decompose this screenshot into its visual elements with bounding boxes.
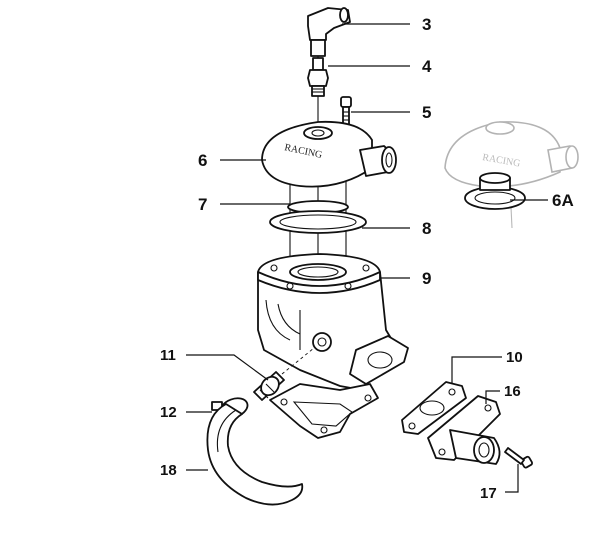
- label-11: 11: [160, 347, 176, 364]
- label-6: 6: [198, 151, 207, 170]
- part-number-labels: 3 4 5 6 6A 7 8 9 10 11 12 16 17 18: [160, 15, 574, 502]
- label-6a: 6A: [552, 191, 574, 210]
- spark-plug-cap: [307, 7, 351, 60]
- hose-fitting: [253, 371, 285, 401]
- label-10: 10: [506, 349, 523, 366]
- spark-plug: [307, 57, 329, 104]
- label-5: 5: [422, 103, 431, 122]
- label-12: 12: [160, 404, 177, 421]
- label-17: 17: [480, 485, 497, 502]
- head-gasket: [269, 210, 367, 234]
- intake-manifold: [427, 395, 501, 465]
- label-9: 9: [422, 269, 431, 288]
- leader-lines: [186, 23, 548, 493]
- label-8: 8: [422, 219, 431, 238]
- label-3: 3: [422, 15, 431, 34]
- alternative-cylinder-head-ghost: RACING: [444, 121, 579, 229]
- cylinder-head: RACING: [261, 120, 397, 188]
- label-4: 4: [422, 57, 432, 76]
- cylinder-base-gasket: [269, 383, 379, 439]
- spark-plug-adapter-6a: [464, 172, 526, 210]
- coolant-hose: [206, 403, 304, 506]
- label-18: 18: [160, 462, 177, 479]
- label-16: 16: [504, 383, 521, 400]
- intake-gasket: [401, 381, 467, 435]
- cylinder: [257, 253, 409, 391]
- manifold-bolt: [504, 447, 533, 469]
- label-7: 7: [198, 195, 207, 214]
